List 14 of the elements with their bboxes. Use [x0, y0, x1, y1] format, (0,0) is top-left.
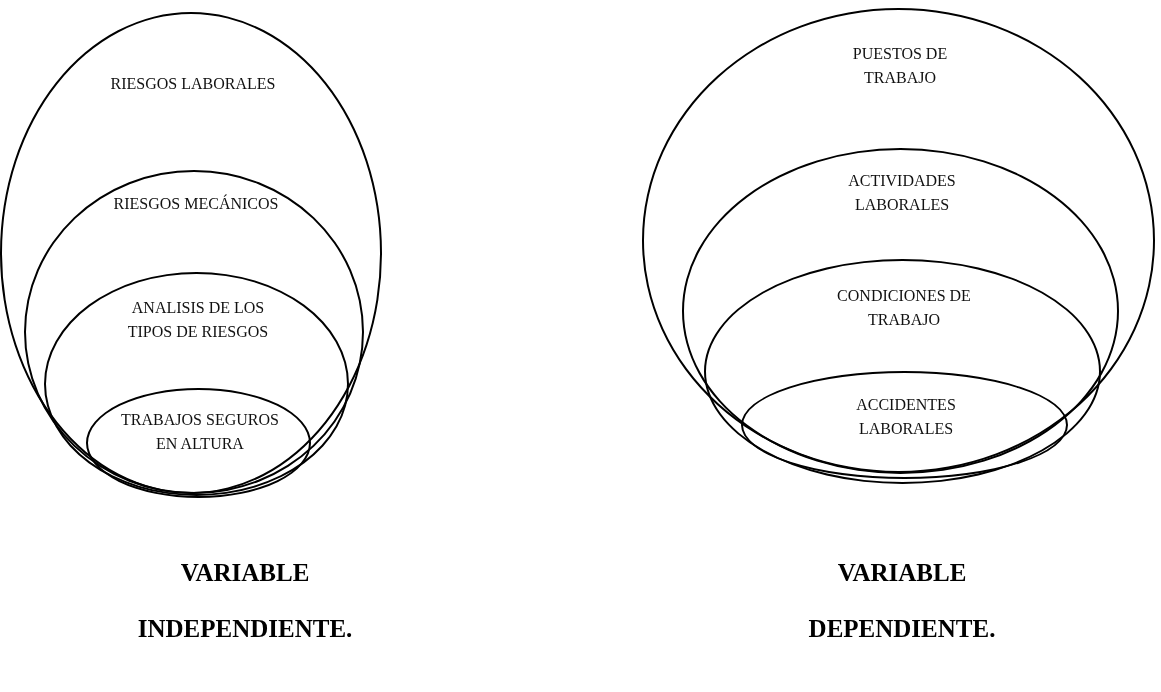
ellipse-label: PUESTOS DE TRABAJO: [851, 44, 949, 88]
nested-ellipse: [704, 259, 1101, 484]
ellipse-label: ANALISIS DE LOS TIPOS DE RIESGOS: [126, 298, 270, 342]
ellipse-label: RIESGOS LABORALES: [109, 74, 277, 94]
ellipse-label: CONDICIONES DE TRABAJO: [836, 286, 972, 330]
nested-ellipse: [86, 388, 311, 498]
nested-ellipse: [741, 371, 1068, 479]
ellipse-label: ACTIVIDADES LABORALES: [847, 171, 957, 215]
ellipse-label: ACCIDENTES LABORALES: [855, 395, 957, 439]
nested-ellipse: [44, 272, 349, 496]
ellipse-label: RIESGOS MECÁNICOS: [112, 193, 280, 214]
variable-caption: VARIABLE INDEPENDIENTE.: [136, 558, 354, 644]
ellipse-label: TRABAJOS SEGUROS EN ALTURA: [120, 410, 280, 454]
variable-caption: VARIABLE DEPENDIENTE.: [807, 558, 997, 644]
